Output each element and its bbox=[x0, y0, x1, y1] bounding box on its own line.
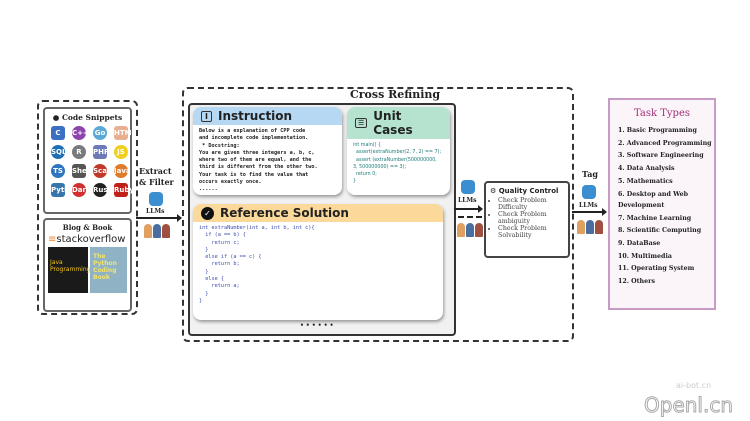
instruction-icon: I bbox=[201, 110, 212, 122]
feedback-dashed-arrow bbox=[458, 216, 482, 218]
language-icon-ruby: Ruby bbox=[114, 183, 134, 197]
robot-icon bbox=[582, 185, 596, 199]
checklist-icon: ☰ bbox=[355, 118, 368, 128]
quality-item: Check Problem Difficulty bbox=[498, 197, 568, 211]
task-type-item: 10. Multimedia bbox=[618, 252, 672, 260]
python-book-cover: The Python Coding Book bbox=[90, 247, 127, 293]
language-icon-scala: Scala bbox=[93, 164, 114, 178]
language-icon-sql: SQL bbox=[51, 145, 66, 159]
language-icon-dart: Dart bbox=[72, 183, 89, 197]
language-icon-cpp: C++ bbox=[72, 126, 89, 140]
quality-control-title: Quality Control bbox=[498, 187, 559, 195]
task-type-item: 4. Data Analysis bbox=[618, 165, 675, 173]
java-book-cover: Java Programming bbox=[48, 247, 90, 293]
task-type-item: 12. Others bbox=[618, 278, 655, 286]
to-quality-arrow bbox=[454, 205, 483, 213]
people-icon bbox=[144, 224, 170, 238]
unit-cases-card: ☰ Unit Cases int main() { assert(extraNum… bbox=[347, 107, 450, 195]
tag-arrow bbox=[572, 208, 607, 216]
code-snippets-title: Code Snippets bbox=[61, 113, 123, 122]
code-snippets-box: ● Code Snippets C C++ Go HTML SQL R PHP JS TS She… bbox=[43, 107, 136, 214]
quality-control-box: ⚙ Quality Control Check Problem Difficul… bbox=[484, 181, 570, 258]
language-icon-html: HTML bbox=[114, 126, 136, 140]
robot-icon bbox=[149, 192, 163, 206]
watermark-logo: Openl.cn bbox=[643, 393, 734, 418]
stackoverflow-logo: stackoverflow bbox=[56, 234, 126, 245]
unit-cases-code: int main() { assert(extraNumber(2, 7, 2)… bbox=[353, 143, 442, 185]
task-type-item: 3. Software Engineering bbox=[618, 152, 704, 160]
language-icon-r: R bbox=[72, 145, 86, 159]
task-type-item: 6. Desktop and Web Development bbox=[618, 190, 689, 209]
blog-book-box: Blog & Book ≡stackoverflow Java Programm… bbox=[43, 218, 132, 312]
more-indicator: • • • • • • bbox=[300, 322, 334, 329]
people-icon bbox=[577, 220, 603, 234]
instruction-title: Instruction bbox=[217, 109, 293, 123]
checkmark-icon: ✓ bbox=[201, 206, 214, 220]
llms-label: LLMs bbox=[458, 197, 477, 204]
cross-refining-panel bbox=[182, 87, 574, 342]
quality-item: Check Problem Solvability bbox=[498, 225, 568, 239]
task-type-item: 7. Machine Learning bbox=[618, 214, 692, 222]
language-icon-python: Python bbox=[51, 183, 79, 197]
task-types-title: Task Types bbox=[634, 108, 690, 119]
language-icon-php: PHP bbox=[93, 145, 109, 159]
language-icon-shell: Shell bbox=[72, 164, 92, 178]
extract-arrow bbox=[136, 214, 182, 222]
task-type-item: 11. Operating System bbox=[618, 265, 695, 273]
llms-label: LLMs bbox=[146, 208, 165, 215]
sources-panel bbox=[37, 100, 138, 315]
reference-solution-card: ✓ Reference Solution int extraNumber(int … bbox=[193, 204, 443, 320]
reference-solution-code: int extraNumber(int a, int b, int c){ if… bbox=[199, 225, 315, 304]
watermark-small: ai-bot.cn bbox=[676, 381, 712, 390]
people-icon bbox=[457, 223, 483, 237]
language-icon-rust: Rust bbox=[93, 183, 111, 197]
quality-item: Check Problem ambiguity bbox=[498, 211, 568, 225]
task-type-item: 9. DataBase bbox=[618, 239, 661, 247]
stackoverflow-icon: ≡ bbox=[48, 234, 57, 245]
task-types-box: Task Types 1. Basic Programming 2. Advanc… bbox=[608, 98, 716, 310]
task-type-item: 1. Basic Programming bbox=[618, 127, 697, 134]
extract-filter-label: Extract & Filter bbox=[139, 166, 174, 187]
github-icon: ● bbox=[52, 113, 60, 122]
openai-icon: ⚙ bbox=[490, 187, 497, 195]
llms-label: LLMs bbox=[579, 202, 598, 209]
reference-solution-title: Reference Solution bbox=[220, 206, 349, 220]
unit-cases-title: Unit Cases bbox=[373, 109, 413, 137]
robot-icon bbox=[461, 180, 475, 194]
language-icon-java: Java bbox=[114, 164, 131, 178]
instruction-card: I Instruction Below is a explanation of C… bbox=[193, 107, 342, 195]
instruction-text: Below is a explanation of CPP code and i… bbox=[199, 128, 318, 193]
language-icon-c: C bbox=[51, 126, 65, 140]
cross-refining-title: Cross Refining bbox=[350, 88, 441, 101]
language-icon-js: JS bbox=[114, 145, 128, 159]
task-type-item: 2. Advanced Programming bbox=[618, 139, 712, 147]
task-type-item: 8. Scientific Computing bbox=[618, 227, 702, 235]
task-type-item: 5. Mathematics bbox=[618, 177, 673, 185]
tag-label: Tag bbox=[582, 169, 598, 179]
language-icon-go: Go bbox=[93, 126, 107, 140]
language-icon-ts: TS bbox=[51, 164, 65, 178]
blog-book-title: Blog & Book bbox=[62, 223, 113, 232]
